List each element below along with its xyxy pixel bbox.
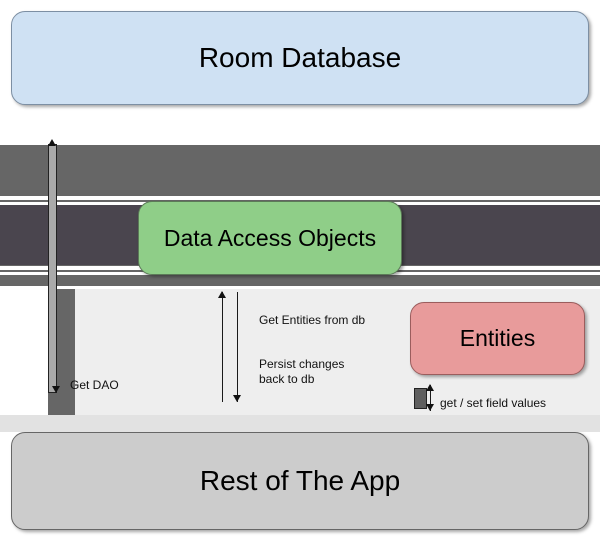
edge-label-get-set-field-values: get / set field values: [440, 396, 547, 410]
node-data-access-objects[interactable]: Data Access Objects: [138, 201, 402, 275]
arrowhead-room-database-icon: [48, 139, 56, 146]
edge-label-get-entities-from-db: Get Entities from db: [259, 313, 366, 327]
node-data-access-objects-label: Data Access Objects: [163, 224, 377, 251]
node-room-database-label: Room Database: [198, 42, 402, 73]
arrowhead-set-field-icon: [426, 404, 434, 411]
node-entities[interactable]: Entities: [410, 302, 585, 375]
lifeline-entities-fields: [430, 385, 431, 411]
left-margin-background: [0, 289, 48, 415]
lifeline-activation-entities: [414, 388, 427, 409]
lifeline-activation-room-database: [48, 144, 57, 393]
node-entities-label: Entities: [459, 325, 536, 351]
lifeline-dao-call: [237, 292, 238, 402]
node-rest-of-the-app-label: Rest of The App: [199, 465, 401, 496]
edge-label-persist-changes-back-to-db: Persist changes back to db: [259, 357, 345, 386]
arrowhead-get-dao-icon: [52, 386, 60, 393]
band-sliver-lower: [0, 286, 600, 289]
bottom-strip-background: [0, 415, 600, 432]
arrowhead-persist-icon: [233, 395, 241, 402]
arrowhead-get-field-icon: [426, 384, 434, 391]
node-room-database[interactable]: Room Database: [11, 11, 589, 105]
lifeline-dao-return: [222, 292, 223, 402]
edge-label-get-dao: Get DAO: [70, 378, 119, 392]
band-sliver-top-outer: [0, 196, 600, 200]
node-rest-of-the-app[interactable]: Rest of The App: [11, 432, 589, 530]
arrowhead-get-entities-icon: [218, 291, 226, 298]
